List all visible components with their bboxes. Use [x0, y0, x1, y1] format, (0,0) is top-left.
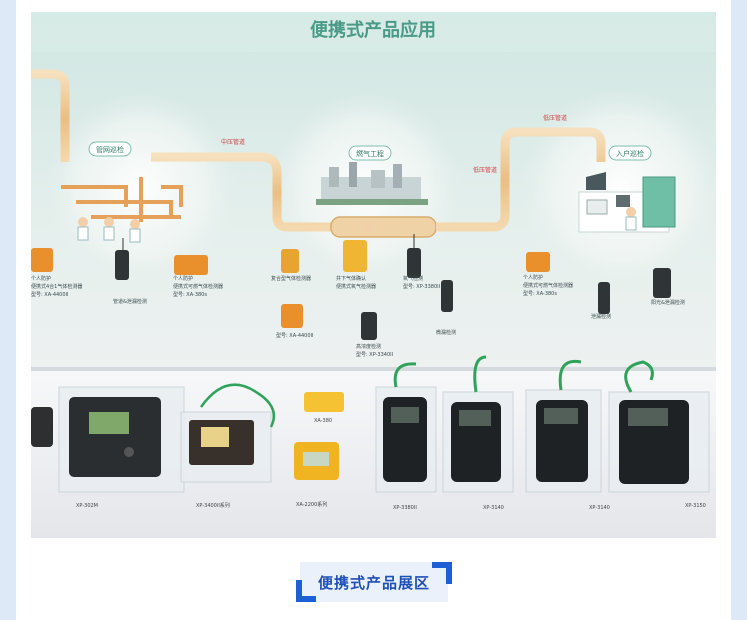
home-illustration — [578, 172, 676, 233]
product-label: 个人防护 — [173, 275, 193, 282]
product-label: 型号: XA-4400II — [276, 332, 314, 339]
device-stand-6 — [525, 359, 602, 493]
product-label: 高浓度检测 — [356, 343, 381, 350]
corner-bracket-top-right — [446, 562, 452, 584]
scene-label-pipe: 管网巡检 — [88, 141, 132, 157]
product-label: 管道&泄漏检测 — [113, 298, 147, 305]
pipe-label-low2: 低压管道 — [543, 114, 567, 122]
product-label: 微漏检测 — [436, 329, 456, 336]
device-stand-4 — [375, 362, 437, 493]
exhibit-photo: 便携式产品应用 中压管道 低压管道 低压管道 管网巡检 燃气工程 入户巡检 — [31, 12, 716, 538]
exhibit-photo-scene: 便携式产品应用 中压管道 低压管道 低压管道 管网巡检 燃气工程 入户巡检 — [31, 12, 716, 538]
display-tag: XP-3140 — [589, 505, 610, 511]
product-label: 氧气检测 — [403, 275, 423, 282]
scene-label-home: 入户巡检 — [608, 145, 652, 161]
product-label: 便携式可燃气体检测器 — [523, 282, 573, 289]
caption-background — [300, 562, 448, 602]
product-label: 型号: XA-380s — [523, 290, 557, 297]
product-label: 个人防护 — [523, 274, 543, 281]
gas-plant-illustration — [316, 162, 428, 232]
device-stand-7 — [608, 360, 710, 493]
product-label: 阳光&泄漏检测 — [651, 299, 685, 306]
product-label: 型号: XA-4400II — [31, 291, 69, 298]
device-stand-3 — [294, 392, 344, 480]
pipe-label-mid: 中压管道 — [221, 138, 245, 146]
svg-text:管网巡检: 管网巡检 — [96, 145, 124, 154]
product-label: 便携式可燃气体检测器 — [173, 283, 223, 290]
display-tag: XP-3380II — [393, 505, 417, 511]
photo-title: 便携式产品应用 — [310, 19, 436, 41]
display-tag: XP-3140 — [483, 505, 504, 511]
scene-label-gas: 燃气工程 — [348, 145, 392, 161]
display-tag: XA-2200系列 — [296, 501, 327, 508]
pipe-network-illustration — [61, 177, 183, 222]
device-stand-1 — [31, 386, 185, 493]
display-tags: XP-302M XP-3400II系列 XA-380 XA-2200系列 XP-… — [76, 418, 706, 511]
caption-text: 便携式产品展区 — [317, 574, 430, 592]
product-label: 便携式4合1气体检测器 — [31, 283, 82, 290]
product-label: 井下气体确认 — [336, 275, 366, 282]
product-label: 型号: XP-3380II — [403, 283, 440, 290]
device-stand-5 — [442, 355, 514, 493]
display-tag: XP-302M — [76, 503, 98, 509]
device-stand-2 — [180, 383, 276, 483]
pipe-label-low1: 低压管道 — [473, 166, 497, 174]
pipeline — [31, 69, 606, 238]
display-tag: XA-380 — [314, 418, 332, 424]
corner-bracket-bottom-left-h — [296, 596, 316, 602]
caption-box: 便携式产品展区 — [296, 562, 452, 602]
svg-text:燃气工程: 燃气工程 — [356, 149, 384, 158]
corner-bracket-top-right-h — [432, 562, 452, 568]
product-label: 便携式氧气检测器 — [336, 283, 376, 290]
display-tag: XP-3150 — [685, 503, 706, 509]
svg-text:入户巡检: 入户巡检 — [616, 149, 644, 158]
wall-product-labels: 个人防护 便携式4合1气体检测器 型号: XA-4400II 管道&泄漏检测 个… — [31, 274, 685, 358]
display-tag: XP-3400II系列 — [196, 502, 230, 509]
workers-pipe — [77, 217, 141, 243]
corner-bracket-bottom-left — [296, 580, 302, 602]
product-label: 个人防护 — [31, 275, 51, 282]
product-label: 型号: XP-3340II — [356, 351, 393, 358]
product-label: 泄漏检测 — [591, 313, 611, 320]
product-label: 复合型气体检测器 — [271, 275, 311, 282]
scene-circle-home — [521, 87, 716, 287]
product-label: 型号: XA-380s — [173, 291, 207, 298]
wall-product-images — [31, 234, 671, 340]
